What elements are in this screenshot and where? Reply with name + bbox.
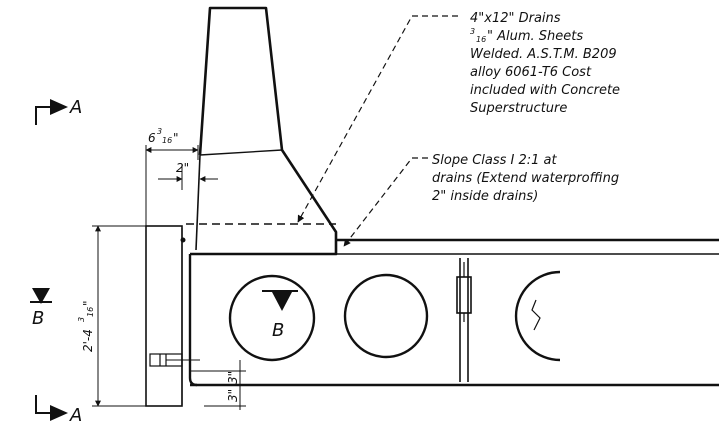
drain-note-line5: included with Concrete (470, 83, 620, 98)
dim-three-inch-b: 3" (226, 389, 240, 402)
dim-height-inch: " (81, 300, 95, 306)
dim-height-main: 2'-4 (81, 329, 95, 352)
dimension-labels: 6 3 16 " 2" 2'-4 3 16 " 3" 3" (77, 127, 240, 402)
section-b-left-label: B (32, 308, 44, 329)
drain-note-frac-num: 3 (470, 27, 475, 36)
slope-note-leader (343, 157, 428, 247)
dim-top-num: 3 (157, 127, 162, 136)
drain-note-line4: alloy 6061-T6 Cost (470, 65, 592, 80)
section-a-top-label: A (69, 97, 82, 118)
section-marker-b-circle: B (262, 290, 298, 341)
void-3-break (531, 299, 541, 331)
deck-left-edge (188, 254, 198, 387)
section-marker-b-left: B (30, 288, 52, 329)
section-b-circle-arrow-icon (272, 292, 292, 311)
section-b-left-arrow-icon (32, 288, 50, 304)
dim-height-num: 3 (77, 317, 86, 322)
slope-note-line2: drains (Extend waterproffing (432, 171, 619, 186)
void-2 (343, 273, 429, 359)
section-marker-a-top: A (35, 97, 82, 125)
dim-height-label: 2'-4 3 16 " (77, 300, 95, 352)
drain-note-line6: Superstructure (470, 101, 567, 116)
barrier-outline (190, 6, 338, 256)
section-a-bottom-bracket (35, 395, 50, 414)
section-a-bottom-arrow-icon (50, 405, 68, 421)
section-a-top-bracket (35, 106, 50, 125)
slope-note: Slope Class I 2:1 at drains (Extend wate… (432, 153, 619, 204)
void-1 (228, 274, 316, 362)
drain-pipe (456, 276, 472, 314)
slope-note-line3: 2" inside drains) (432, 189, 538, 204)
dim-3in-upper: 3" (226, 371, 240, 384)
drain-plate (145, 225, 200, 407)
drain-note: 4"x12" Drains 3 16 " Alum. Sheets Welded… (470, 11, 620, 116)
leader-lines (297, 15, 458, 247)
section-marker-a-bottom: A (35, 395, 82, 423)
dim-3in-lower: 3" (226, 389, 240, 402)
barrier-step-line (199, 149, 283, 156)
dimension-lines (92, 145, 246, 410)
void-3-partial (514, 270, 561, 362)
concrete-barrier (190, 6, 338, 256)
dim-top-whole: 6 (148, 131, 156, 145)
drain-note-leader (297, 15, 458, 223)
dim-top-den: 16 (162, 136, 172, 145)
deck-section (181, 228, 719, 405)
section-b-circle-label: B (272, 320, 284, 341)
dim-three-inch-a: 3" (226, 371, 240, 384)
drain-note-line3: Welded. A.S.T.M. B209 (470, 47, 617, 62)
drain-note-frac-den: 16 (476, 35, 486, 44)
slope-note-line1: Slope Class I 2:1 at (432, 153, 558, 168)
drain-plate-outline (145, 225, 183, 407)
dim-two-inch: 2" (176, 161, 189, 175)
drain-note-line1: 4"x12" Drains (470, 11, 561, 26)
barrier-inner-face (195, 154, 201, 251)
section-a-top-arrow-icon (50, 99, 68, 115)
dim-top-inch: " (173, 131, 179, 145)
drain-note-line2: " Alum. Sheets (487, 29, 583, 44)
section-a-bottom-label: A (69, 405, 82, 423)
dim-height-den: 16 (86, 307, 95, 317)
drain-dot (180, 237, 186, 243)
